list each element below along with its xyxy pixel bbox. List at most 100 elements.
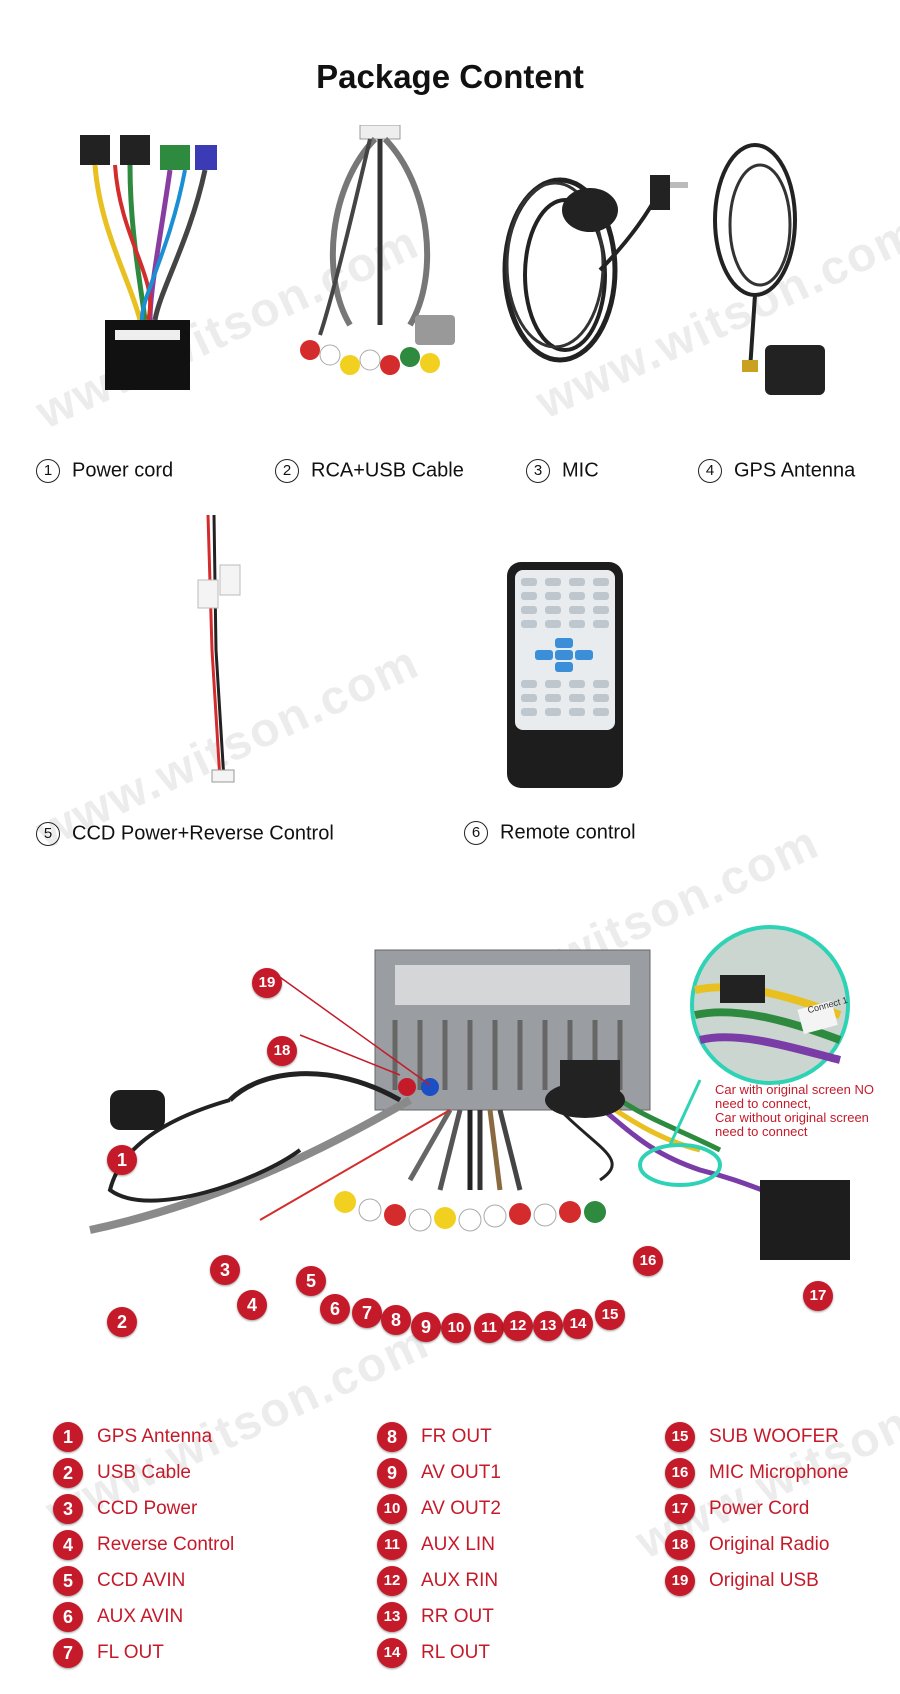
diagram-badge-8: 8 — [381, 1305, 411, 1335]
legend-item-19: 19 Original USB — [665, 1566, 819, 1596]
diagram-badge-12: 12 — [503, 1311, 533, 1341]
legend-label: CCD AVIN — [97, 1570, 186, 1591]
diagram-badge-6: 6 — [320, 1294, 350, 1324]
legend-item-15: 15 SUB WOOFER — [665, 1422, 839, 1452]
legend-item-18: 18 Original Radio — [665, 1530, 829, 1560]
legend-badge: 5 — [53, 1566, 83, 1596]
item-3-caption: 3 MIC — [526, 459, 599, 483]
legend-label: Power Cord — [709, 1498, 810, 1519]
legend-item-14: 14 RL OUT — [377, 1638, 490, 1668]
legend-badge: 13 — [377, 1602, 407, 1632]
legend-label: GPS Antenna — [97, 1426, 213, 1447]
connection-note: Car with original screen NO need to conn… — [715, 1083, 874, 1139]
legend-badge: 9 — [377, 1458, 407, 1488]
legend-item-10: 10 AV OUT2 — [377, 1494, 501, 1524]
legend-badge: 18 — [665, 1530, 695, 1560]
diagram-badge-4: 4 — [237, 1290, 267, 1320]
legend-label: USB Cable — [97, 1462, 191, 1483]
connection-diagram — [89, 925, 850, 1260]
item-1-caption: 1 Power cord — [36, 459, 173, 483]
diagram-badge-19: 19 — [252, 968, 282, 998]
diagram-badge-10: 10 — [441, 1313, 471, 1343]
legend-label: CCD Power — [97, 1498, 198, 1519]
diagram-badge-9: 9 — [411, 1312, 441, 1342]
item-2-caption: 2 RCA+USB Cable — [275, 459, 464, 483]
legend-item-13: 13 RR OUT — [377, 1602, 494, 1632]
legend-badge: 7 — [53, 1638, 83, 1668]
legend-item-8: 8 FR OUT — [377, 1422, 492, 1452]
diagram-badge-11: 11 — [474, 1313, 504, 1343]
legend-label: MIC Microphone — [709, 1462, 849, 1483]
legend-badge: 4 — [53, 1530, 83, 1560]
legend-badge: 1 — [53, 1422, 83, 1452]
diagram-badge-14: 14 — [563, 1309, 593, 1339]
item-number: 2 — [275, 459, 299, 483]
legend-item-2: 2 USB Cable — [53, 1458, 191, 1488]
legend-item-1: 1 GPS Antenna — [53, 1422, 212, 1452]
item-label: MIC — [562, 459, 599, 482]
diagram-badge-13: 13 — [533, 1311, 563, 1341]
item-label: Power cord — [72, 459, 174, 482]
legend-badge: 11 — [377, 1530, 407, 1560]
item-number: 4 — [698, 459, 722, 483]
legend-label: Original Radio — [709, 1534, 830, 1555]
note-line: need to connect, — [715, 1096, 812, 1111]
legend-label: RR OUT — [421, 1606, 494, 1627]
legend-badge: 10 — [377, 1494, 407, 1524]
diagram-badge-7: 7 — [352, 1298, 382, 1328]
power-cord-image — [80, 135, 217, 390]
page-title: Package Content — [316, 58, 584, 95]
legend-item-4: 4 Reverse Control — [53, 1530, 234, 1560]
legend-label: AV OUT2 — [421, 1498, 501, 1519]
legend-badge: 6 — [53, 1602, 83, 1632]
legend-label: Reverse Control — [97, 1534, 235, 1555]
item-6-caption: 6 Remote control — [464, 821, 636, 845]
item-label: Remote control — [500, 821, 636, 844]
legend-label: AUX AVIN — [97, 1606, 184, 1627]
legend-item-7: 7 FL OUT — [53, 1638, 164, 1668]
item-number: 1 — [36, 459, 60, 483]
diagram-badge-3: 3 — [210, 1255, 240, 1285]
legend-badge: 16 — [665, 1458, 695, 1488]
legend-item-16: 16 MIC Microphone — [665, 1458, 848, 1488]
item-label: RCA+USB Cable — [311, 459, 464, 482]
diagram-badge-5: 5 — [296, 1266, 326, 1296]
legend-badge: 8 — [377, 1422, 407, 1452]
item-number: 5 — [36, 822, 60, 846]
ccd-power-cable-image — [197, 514, 241, 783]
legend-badge: 2 — [53, 1458, 83, 1488]
note-line: Car with original screen NO — [715, 1082, 874, 1097]
item-number: 6 — [464, 821, 488, 845]
item-4-caption: 4 GPS Antenna — [698, 459, 855, 483]
legend-label: Original USB — [709, 1570, 819, 1591]
note-line: need to connect — [715, 1124, 808, 1139]
item-number: 3 — [526, 459, 550, 483]
legend-label: FL OUT — [97, 1642, 164, 1663]
legend-label: FR OUT — [421, 1426, 492, 1447]
rca-usb-cable-image — [300, 125, 455, 375]
diagram-badge-2: 2 — [107, 1307, 137, 1337]
legend-badge: 15 — [665, 1422, 695, 1452]
remote-control-image — [507, 562, 623, 788]
diagram-badge-16: 16 — [633, 1246, 663, 1276]
item-label: CCD Power+Reverse Control — [72, 822, 334, 845]
legend-badge: 19 — [665, 1566, 695, 1596]
legend-badge: 12 — [377, 1566, 407, 1596]
legend-badge: 3 — [53, 1494, 83, 1524]
legend-label: RL OUT — [421, 1642, 490, 1663]
diagram-badge-1: 1 — [107, 1145, 137, 1175]
item-label: GPS Antenna — [734, 459, 856, 482]
legend-label: AUX LIN — [421, 1534, 495, 1555]
mic-image — [502, 175, 688, 363]
gps-antenna-image — [713, 143, 825, 395]
legend-badge: 17 — [665, 1494, 695, 1524]
legend-label: SUB WOOFER — [709, 1426, 839, 1447]
note-line: Car without original screen — [715, 1110, 869, 1125]
diagram-badge-18: 18 — [267, 1036, 297, 1066]
item-5-caption: 5 CCD Power+Reverse Control — [36, 822, 334, 846]
legend-item-3: 3 CCD Power — [53, 1494, 197, 1524]
legend-badge: 14 — [377, 1638, 407, 1668]
legend-item-6: 6 AUX AVIN — [53, 1602, 183, 1632]
